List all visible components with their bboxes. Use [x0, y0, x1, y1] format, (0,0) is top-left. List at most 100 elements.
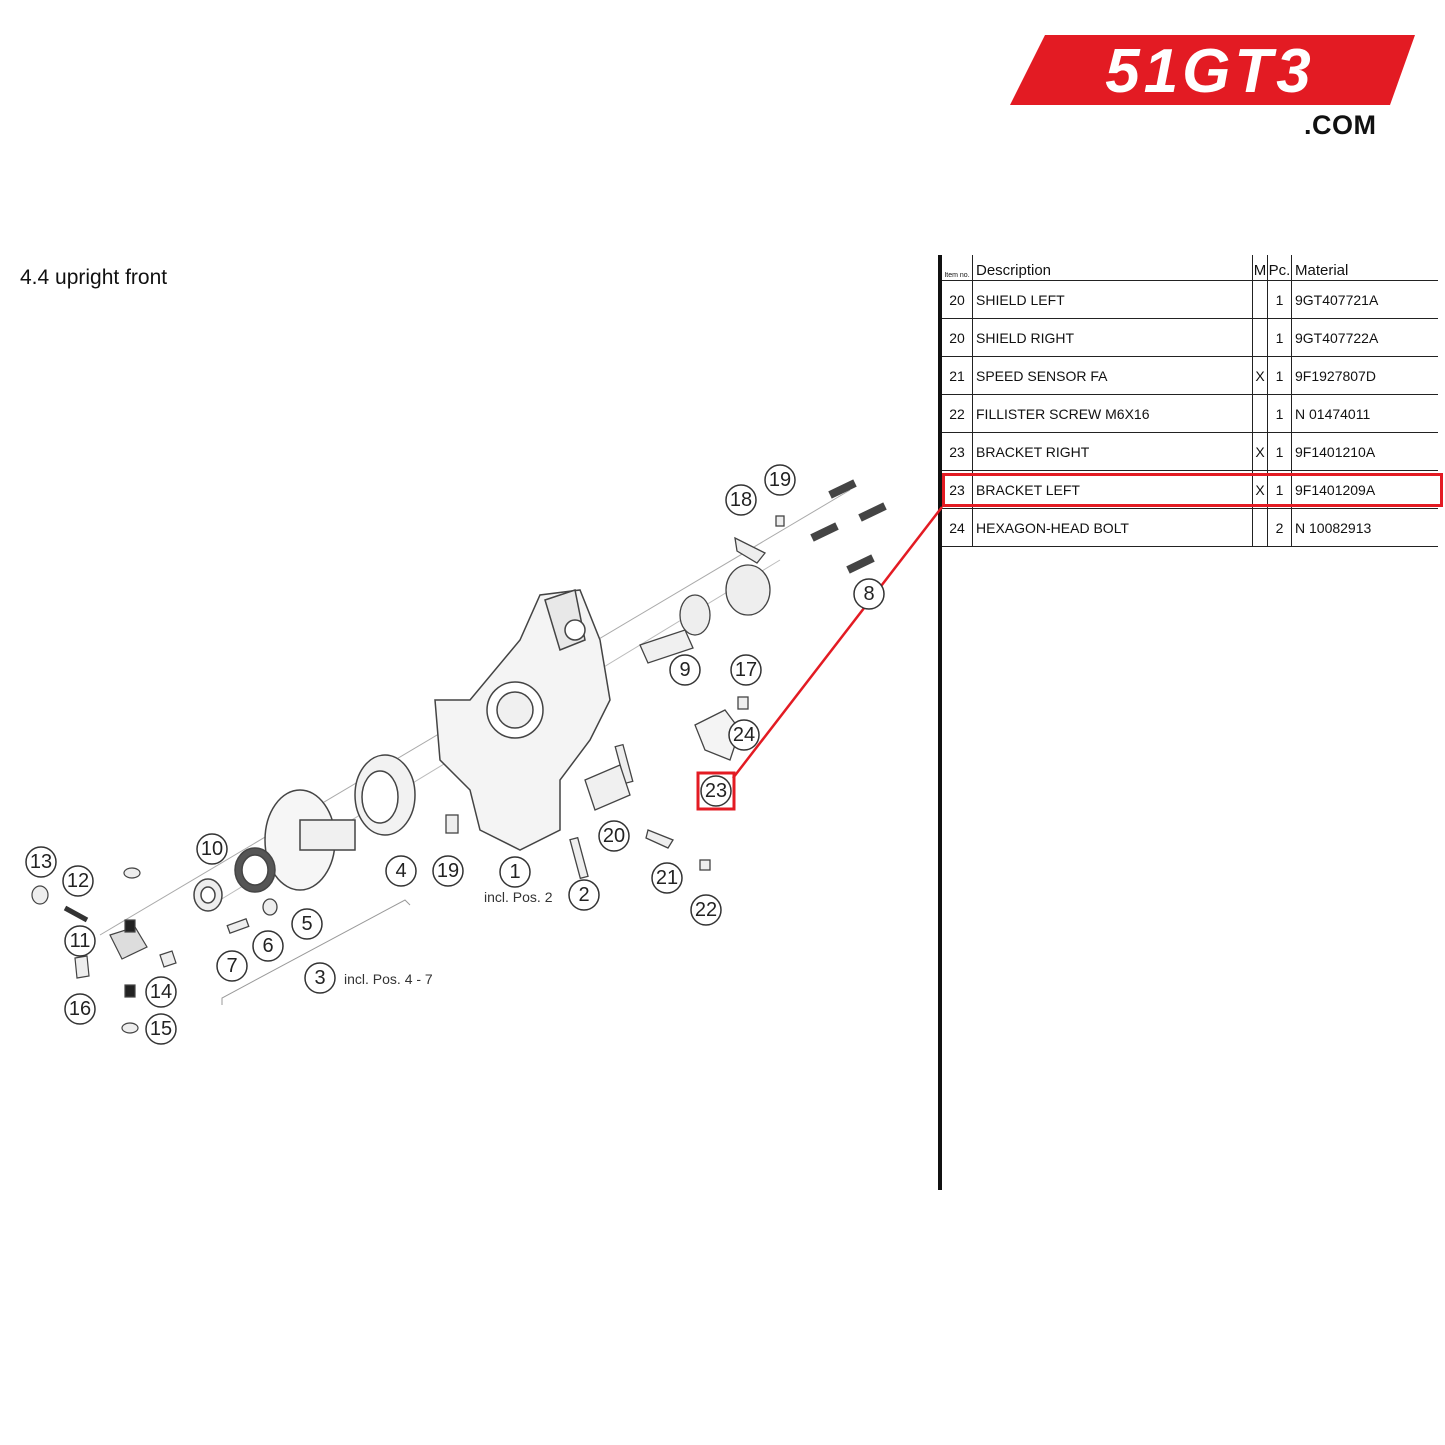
svg-text:4: 4: [395, 860, 406, 882]
callout-14: 14: [145, 976, 177, 1008]
svg-text:17: 17: [735, 659, 757, 681]
svg-text:6: 6: [262, 935, 273, 957]
row-description: HEXAGON-HEAD BOLT: [972, 508, 1253, 547]
locking-parts: [31, 867, 177, 1034]
callout-4: 4: [385, 855, 417, 887]
row-pc: 2: [1267, 508, 1292, 547]
row-description: FILLISTER SCREW M6X16: [972, 394, 1253, 433]
row-material: 9F1401209A: [1291, 470, 1438, 509]
svg-text:16: 16: [69, 998, 91, 1020]
svg-text:19: 19: [437, 860, 459, 882]
svg-text:5: 5: [301, 913, 312, 935]
exploded-diagram: 1 2 3 4 5 6 7 8 9 10 11 12 13 14 15 16 1…: [25, 464, 887, 1045]
callout-8: 8: [853, 578, 885, 610]
row-item: 23: [942, 470, 973, 509]
row-description: SHIELD LEFT: [972, 280, 1253, 319]
callout-15: 15: [145, 1013, 177, 1045]
site-logo: 51GT3: [1010, 35, 1415, 106]
svg-text:8: 8: [863, 583, 874, 605]
callout-19-bottom: 19: [432, 855, 464, 887]
svg-text:13: 13: [30, 851, 52, 873]
svg-text:3: 3: [314, 967, 325, 989]
header-m: M: [1252, 255, 1268, 281]
row-pc: 1: [1267, 356, 1292, 395]
row-material: 9GT407722A: [1291, 318, 1438, 357]
callout-9: 9: [669, 654, 701, 686]
table-row: 22 FILLISTER SCREW M6X16 1 N 01474011: [942, 394, 1438, 433]
hub-flange-part: [234, 789, 356, 893]
highlight-row-box: [942, 473, 1443, 507]
callout-2: 2: [568, 879, 600, 911]
callout-21: 21: [651, 862, 683, 894]
table-row: 20 SHIELD RIGHT 1 9GT407722A: [942, 318, 1438, 357]
svg-text:7: 7: [226, 955, 237, 977]
callout-18: 18: [725, 484, 757, 516]
table-row: 20 SHIELD LEFT 1 9GT407721A: [942, 280, 1438, 319]
callout-1: 1: [499, 856, 531, 888]
callout-16: 16: [64, 993, 96, 1025]
row-m: X: [1252, 470, 1268, 509]
callout-11: 11: [64, 925, 96, 957]
svg-text:20: 20: [603, 825, 625, 847]
row-pc: 1: [1267, 318, 1292, 357]
svg-text:19: 19: [769, 469, 791, 491]
row-pc: 1: [1267, 280, 1292, 319]
row-item: 22: [942, 394, 973, 433]
row-m: [1252, 508, 1268, 547]
row-description: BRACKET LEFT: [972, 470, 1253, 509]
note-pos1: incl. Pos. 2: [484, 889, 553, 905]
row-m: [1252, 394, 1268, 433]
svg-text:12: 12: [67, 870, 89, 892]
note-pos3: incl. Pos. 4 - 7: [344, 971, 433, 987]
svg-text:1: 1: [509, 861, 520, 883]
central-nut-part: [193, 878, 223, 912]
row-material: 9GT407721A: [1291, 280, 1438, 319]
row-item: 24: [942, 508, 973, 547]
callouts: 1 2 3 4 5 6 7 8 9 10 11 12 13 14 15 16 1…: [25, 464, 885, 1045]
svg-text:14: 14: [150, 981, 172, 1003]
callout-20: 20: [598, 820, 630, 852]
row-material: 9F1401210A: [1291, 432, 1438, 471]
table-row: 23 BRACKET RIGHT X 1 9F1401210A: [942, 432, 1438, 471]
logo-dotcom: .COM: [1304, 110, 1377, 140]
row-item: 20: [942, 318, 973, 357]
svg-text:15: 15: [150, 1018, 172, 1040]
row-item: 21: [942, 356, 973, 395]
row-m: [1252, 280, 1268, 319]
callout-22: 22: [690, 894, 722, 926]
header-item-no: Item no.: [942, 255, 973, 281]
callout-3: 3: [304, 962, 336, 994]
svg-text:22: 22: [695, 899, 717, 921]
callout-13: 13: [25, 846, 57, 878]
row-material: N 01474011: [1291, 394, 1438, 433]
callout-10: 10: [196, 833, 228, 865]
row-pc: 1: [1267, 470, 1292, 509]
table-row-highlighted: 23 BRACKET LEFT X 1 9F1401209A: [942, 470, 1438, 509]
row-description: SPEED SENSOR FA: [972, 356, 1253, 395]
row-item: 23: [942, 432, 973, 471]
svg-text:23: 23: [705, 780, 727, 802]
header-material: Material: [1291, 255, 1438, 281]
row-m: X: [1252, 356, 1268, 395]
parts-table: Item no. Description M Pc. Material 20 S…: [942, 255, 1438, 547]
row-material: N 10082913: [1291, 508, 1438, 547]
row-m: [1252, 318, 1268, 357]
upright-part: [434, 589, 611, 851]
header-pc: Pc.: [1267, 255, 1292, 281]
logo-banner: [1010, 35, 1415, 105]
wheel-bearing-part: [354, 754, 416, 836]
callout-7: 7: [216, 950, 248, 982]
svg-text:11: 11: [70, 930, 91, 952]
callout-19-top: 19: [764, 464, 796, 496]
row-description: BRACKET RIGHT: [972, 432, 1253, 471]
row-description: SHIELD RIGHT: [972, 318, 1253, 357]
callout-24: 24: [728, 719, 760, 751]
svg-text:2: 2: [578, 884, 589, 906]
header-description: Description: [972, 255, 1253, 281]
svg-text:9: 9: [679, 659, 690, 681]
row-material: 9F1927807D: [1291, 356, 1438, 395]
svg-text:10: 10: [201, 838, 223, 860]
row-m: X: [1252, 432, 1268, 471]
section-title: 4.4 upright front: [20, 266, 168, 289]
svg-text:24: 24: [733, 724, 755, 746]
